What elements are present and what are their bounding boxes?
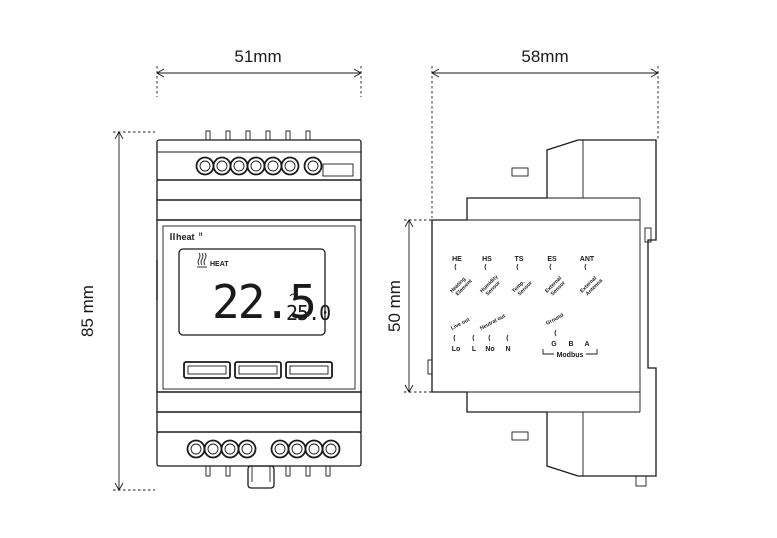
front-buttons xyxy=(183,361,333,379)
depth-dimension: 58mm xyxy=(431,47,659,218)
svg-text:Ground: Ground xyxy=(545,312,565,326)
top-screw-terminals xyxy=(195,156,354,177)
svg-text:Live out: Live out xyxy=(450,317,471,332)
button-middle[interactable] xyxy=(234,361,282,379)
set-temperature: 25.0 xyxy=(286,301,330,325)
depth-label: 58mm xyxy=(521,47,568,66)
brand-suffix: it xyxy=(199,232,202,238)
terminal-n: N xyxy=(505,346,510,353)
side-view: HE Heating Element HS Humidity Sensor TS xyxy=(427,139,657,487)
din-rail-clip xyxy=(247,465,275,489)
modbus-label: Modbus xyxy=(557,352,584,359)
svg-text:HE: HE xyxy=(452,256,462,263)
terminal-hs: HS Humidity Sensor xyxy=(479,256,502,297)
terminal-g: G xyxy=(551,341,557,348)
svg-text:TS: TS xyxy=(515,256,524,263)
heat-icon xyxy=(197,252,207,268)
terminal-no: No xyxy=(485,346,494,353)
live-out-label: Live out xyxy=(450,317,471,332)
lcd-display: HEAT 22.5 25.0 xyxy=(178,248,331,336)
main-temperature: 22.5 xyxy=(212,275,315,329)
wireless-icon xyxy=(289,293,299,300)
brand-name: heat xyxy=(176,232,195,242)
terminal-es: ES External Sensor xyxy=(544,256,567,297)
width-dimension: 51mm xyxy=(156,47,362,97)
terminal-ant: ANT External Antenna xyxy=(579,256,604,297)
front-view: heat it HEAT 22.5 25.0 xyxy=(156,130,362,489)
front-face-height-label: 50 mm xyxy=(385,280,404,332)
top-pins xyxy=(205,130,311,141)
terminal-b: B xyxy=(568,341,573,348)
button-right[interactable] xyxy=(285,361,333,379)
side-bottom-terminals: Live out Neutral out Ground Lo L No N G … xyxy=(450,312,598,359)
svg-text:HS: HS xyxy=(482,256,492,263)
svg-text:Neutral out: Neutral out xyxy=(479,313,507,332)
mode-label: HEAT xyxy=(210,261,229,268)
bottom-screw-terminals xyxy=(186,439,341,459)
terminal-l: L xyxy=(472,346,477,353)
svg-text:ES: ES xyxy=(547,256,557,263)
height-label: 85 mm xyxy=(78,285,97,337)
height-dimension: 85 mm xyxy=(78,131,155,491)
width-label: 51mm xyxy=(234,47,281,66)
button-left[interactable] xyxy=(183,361,231,379)
ground-label: Ground xyxy=(545,312,565,326)
terminal-he: HE Heating Element xyxy=(449,256,474,297)
terminal-a: A xyxy=(584,341,589,348)
bottom-pins xyxy=(205,465,331,489)
brand-logo: heat it xyxy=(170,232,202,242)
front-face-height-dimension: 50 mm xyxy=(385,219,432,393)
terminal-lo: Lo xyxy=(452,346,461,353)
svg-text:ANT: ANT xyxy=(580,256,595,263)
terminal-ts: TS Temp. Sensor xyxy=(511,256,534,297)
side-top-terminals: HE Heating Element HS Humidity Sensor TS xyxy=(449,256,604,297)
neutral-out-label: Neutral out xyxy=(479,313,507,332)
